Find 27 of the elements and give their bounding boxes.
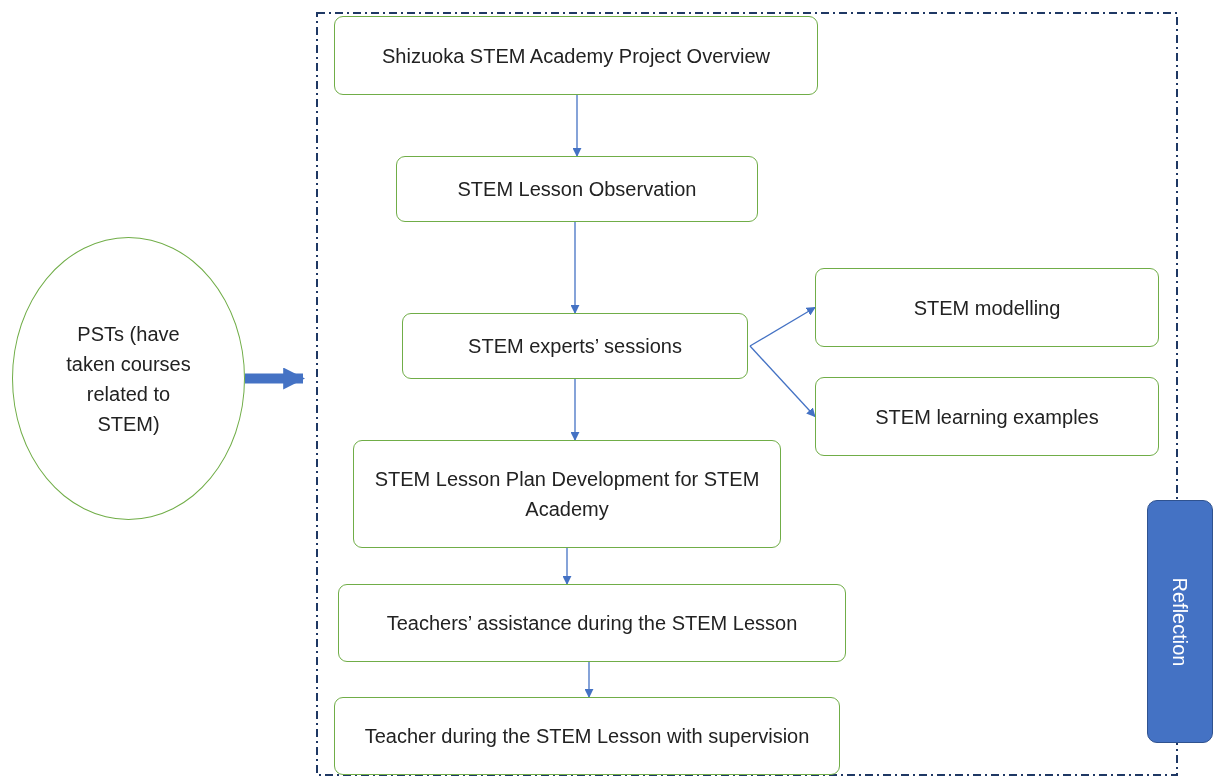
arrow (570, 221, 580, 314)
arrow (572, 94, 582, 157)
arrow (584, 661, 594, 698)
process-box (815, 268, 1159, 347)
process-box (353, 440, 781, 548)
node-label: Teachers’ assistance during the STEM Lesson (385, 611, 799, 636)
arrow (570, 378, 580, 441)
process-box (815, 377, 1159, 456)
process-box (334, 697, 840, 775)
arrow (749, 345, 816, 418)
reflection-label: Reflection (1168, 576, 1192, 668)
node-label: STEM Lesson Plan Development for STEM Academy (373, 467, 761, 522)
node-label: Teacher during the STEM Lesson with supervision (363, 724, 811, 749)
reflection-bar (1147, 500, 1213, 743)
node-label: STEM learning examples (874, 404, 1100, 430)
node-label: PSTs (have taken courses related to STEM) (65, 321, 192, 437)
block-arrow (245, 367, 306, 390)
process-box (334, 16, 818, 95)
node-label: STEM experts’ sessions (467, 334, 683, 359)
node-label: STEM Lesson Observation (456, 177, 698, 202)
process-box (396, 156, 758, 222)
process-box (402, 313, 748, 379)
arrow (562, 547, 572, 585)
node-label: Shizuoka STEM Academy Project Overview (381, 43, 771, 69)
node-label: STEM modelling (912, 295, 1062, 321)
arrow (749, 306, 816, 347)
process-box (338, 584, 846, 662)
